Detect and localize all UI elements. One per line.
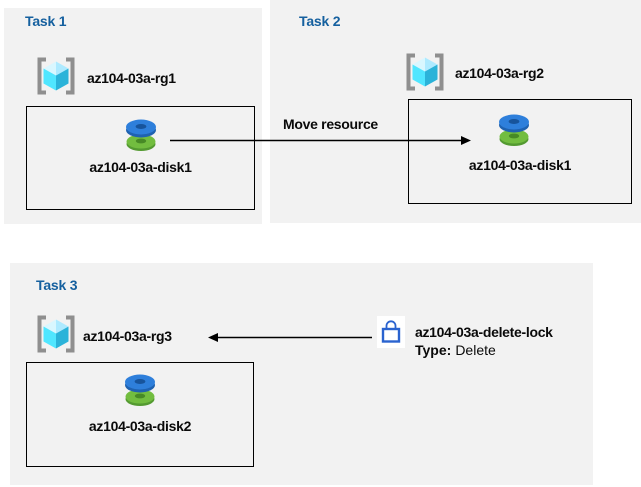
lock-icon [381,320,401,343]
task3-title: Task 3 [36,277,78,293]
disk-icon [499,114,529,146]
task3-resource-box [26,362,254,467]
task1-resource-box [26,106,255,210]
resource-group-label: az104-03a-rg1 [87,70,176,86]
task1-title: Task 1 [25,13,67,29]
resource-group-label: az104-03a-rg2 [455,65,544,81]
lock-type-key: Type: [415,342,452,358]
disk-icon [126,119,156,151]
resource-label: az104-03a-disk1 [89,159,192,175]
resource-group-icon [37,57,75,95]
task2-resource-box [408,99,632,204]
move-arrow-label: Move resource [283,116,378,132]
task3-panel [10,263,593,485]
resource-label: az104-03a-disk2 [88,418,192,434]
resource-group-label: az104-03a-rg3 [83,328,172,344]
disk-icon [125,374,155,406]
resource-label: az104-03a-disk1 [468,157,572,173]
task1-panel [4,8,262,224]
lock-type-label: Type:Delete [415,342,496,359]
lock-name-label: az104-03a-delete-lock [415,324,553,340]
task2-title: Task 2 [299,13,341,29]
task2-panel [270,0,641,223]
resource-group-icon [37,315,75,353]
resource-group-icon [406,53,444,91]
lock-type-value: Delete [455,342,496,358]
